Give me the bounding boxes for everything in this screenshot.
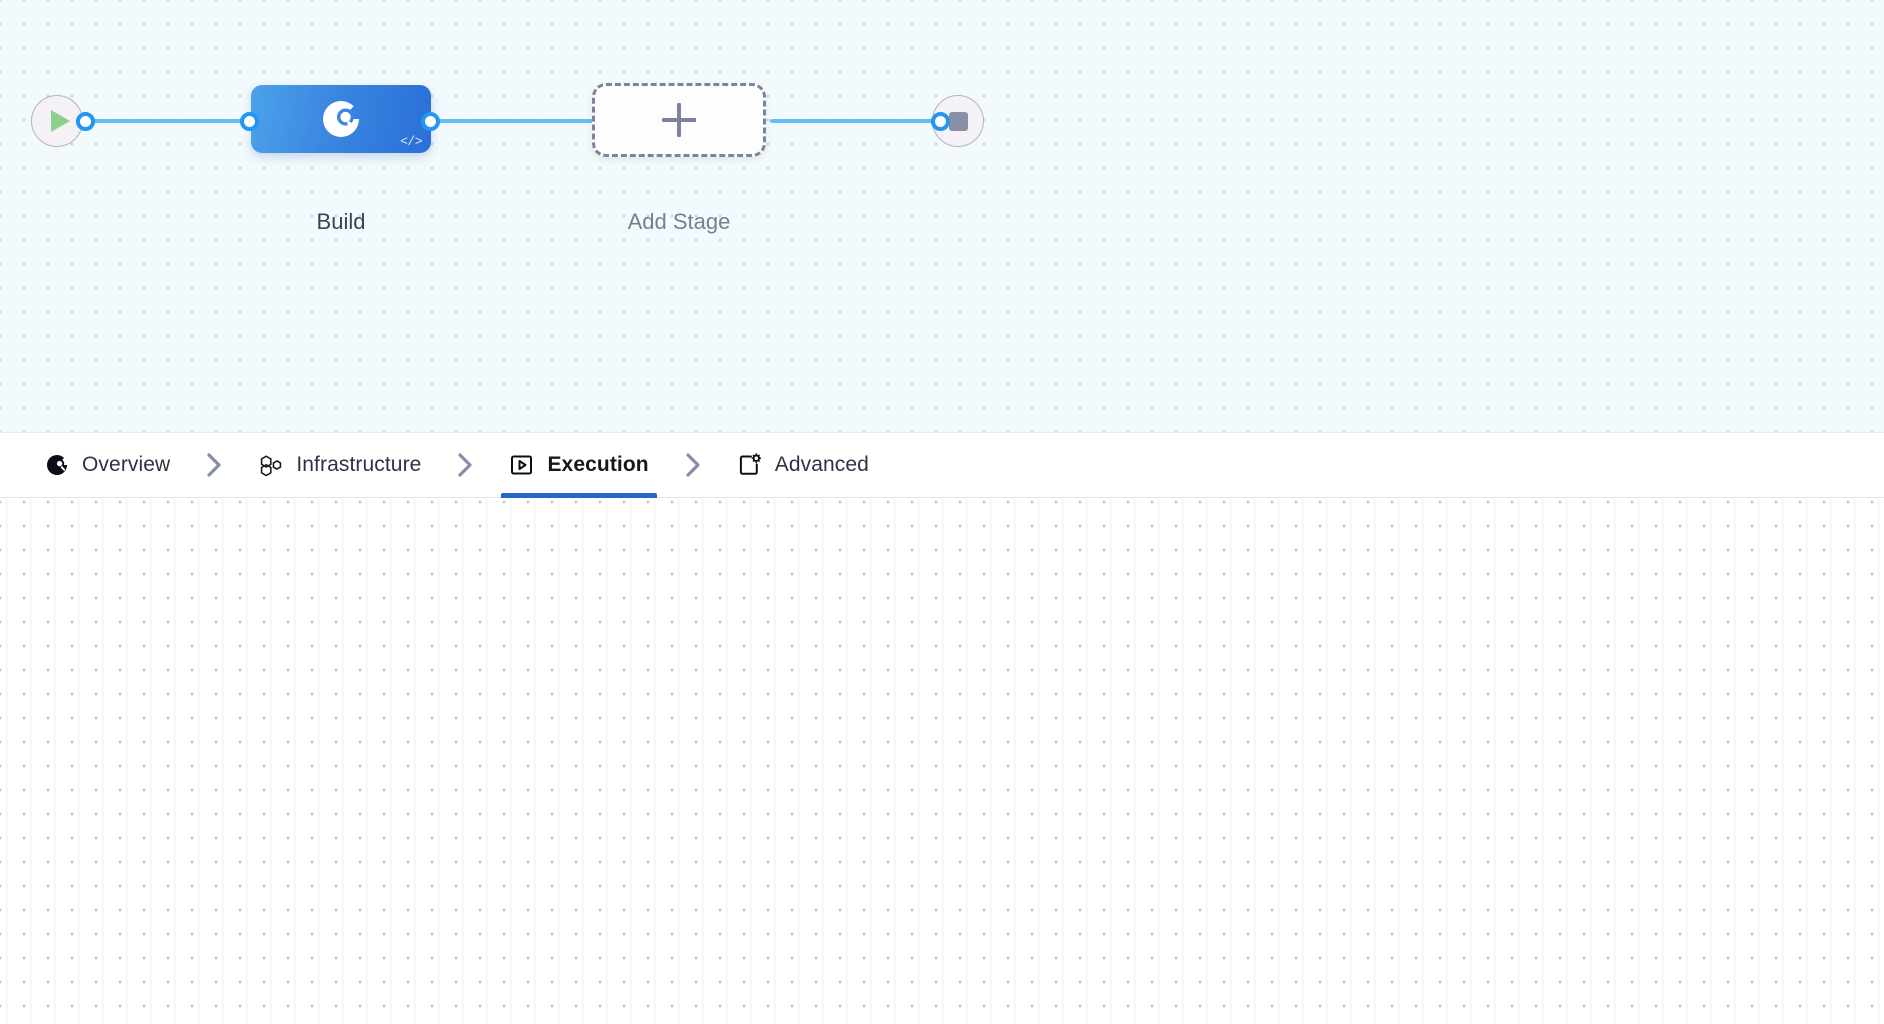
- edge-add-stage-to-end: [770, 119, 955, 123]
- edge-build-to-add-stage: [430, 119, 600, 123]
- edge-start-to-build: [86, 119, 260, 123]
- tab-execution-label: Execution: [547, 453, 649, 476]
- tab-advanced-label: Advanced: [774, 453, 869, 476]
- port-build-out[interactable]: [421, 112, 440, 131]
- hexagons-icon: [258, 452, 284, 478]
- harness-pie-icon: [323, 101, 359, 137]
- advanced-gear-icon: [737, 452, 763, 478]
- tab-execution[interactable]: Execution: [487, 433, 670, 498]
- plus-icon: [662, 103, 696, 137]
- port-start-out[interactable]: [76, 112, 95, 131]
- stage-node-build[interactable]: </>: [251, 85, 431, 153]
- stop-icon: [948, 111, 968, 131]
- tab-overview[interactable]: Overview: [22, 433, 192, 497]
- tab-advanced[interactable]: Advanced: [715, 433, 891, 497]
- overview-pie-icon: [44, 452, 70, 478]
- stage-config-tab-bar: Overview Infrastructure: [0, 432, 1884, 498]
- step-graph: </> Background </> Run: [0, 498, 1884, 1024]
- chevron-right-icon: [671, 451, 715, 479]
- stage-graph-canvas[interactable]: </> Build Add Stage: [0, 0, 1884, 432]
- play-icon: [50, 110, 70, 132]
- port-build-in[interactable]: [240, 112, 259, 131]
- stage-graph: </> Build Add Stage: [0, 0, 1884, 432]
- chevron-right-icon: [192, 451, 236, 479]
- stage-node-build-label: Build: [316, 209, 366, 234]
- pipeline-start-node[interactable]: [31, 95, 83, 147]
- add-stage-button[interactable]: [592, 83, 766, 157]
- execution-play-icon: [509, 452, 535, 478]
- port-end-in[interactable]: [931, 112, 950, 131]
- tab-overview-label: Overview: [82, 453, 171, 476]
- chevron-right-icon: [443, 451, 487, 479]
- tab-infrastructure-label: Infrastructure: [296, 453, 422, 476]
- add-stage-label: Add Stage: [627, 209, 731, 234]
- tab-infrastructure[interactable]: Infrastructure: [236, 433, 443, 497]
- step-graph-canvas[interactable]: </> Background </> Run: [0, 498, 1884, 1024]
- build-code-badge[interactable]: </>: [400, 134, 422, 149]
